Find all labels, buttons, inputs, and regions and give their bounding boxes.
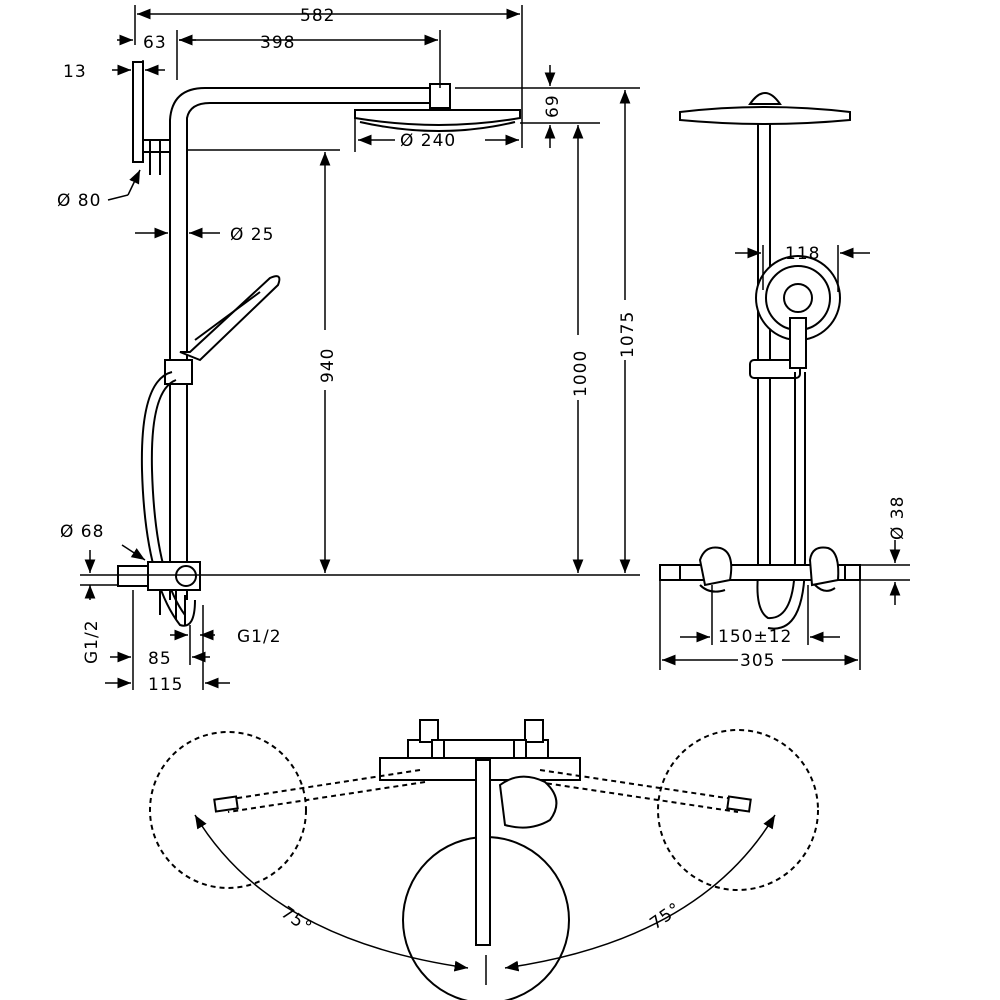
angle-left: 75° xyxy=(277,903,316,938)
side-dimensions: 582 63 398 13 69 Ø 240 Ø 80 Ø 25 xyxy=(57,5,640,695)
top-view: 75° 75° xyxy=(149,719,819,1000)
dim-115: 115 xyxy=(148,675,183,695)
dim-13: 13 xyxy=(63,62,87,82)
dim-wall-plate-diameter: Ø 80 xyxy=(57,191,101,211)
dim-85: 85 xyxy=(148,649,172,669)
front-view xyxy=(659,92,861,630)
shower-head-front xyxy=(679,106,851,125)
swivel-arm-right xyxy=(537,769,741,813)
hose xyxy=(140,371,196,627)
dim-582: 582 xyxy=(300,6,335,26)
shower-head xyxy=(354,109,521,126)
dim-center-distance: 150±12 xyxy=(718,627,792,647)
rotation-circle-right xyxy=(657,729,819,891)
dim-940: 940 xyxy=(318,348,338,383)
front-dimensions: 118 Ø 38 150±12 305 xyxy=(659,244,910,671)
side-view xyxy=(117,61,521,627)
hose-front xyxy=(756,372,806,630)
dim-pipe-diameter: Ø 25 xyxy=(230,225,274,245)
dim-inlet-thread: G1/2 xyxy=(82,619,102,664)
handshower-top xyxy=(498,775,558,829)
dim-1000: 1000 xyxy=(571,350,591,397)
dim-69: 69 xyxy=(543,94,563,118)
dim-head-diameter: Ø 240 xyxy=(400,131,456,151)
escutcheon-side xyxy=(117,565,149,587)
angle-arc-left xyxy=(194,814,469,972)
dim-outlet-thread: G1/2 xyxy=(237,627,282,647)
riser-front xyxy=(757,124,771,565)
dim-handshower-diameter: 118 xyxy=(785,244,820,264)
swivel-arm-left xyxy=(224,769,426,813)
wall-plate xyxy=(132,61,144,163)
dim-escutcheon-diameter: Ø 68 xyxy=(60,522,104,542)
wall-bracket xyxy=(143,139,170,175)
angle-arc-right xyxy=(504,814,776,972)
dim-mixer-diameter: Ø 38 xyxy=(888,496,908,540)
hand-shower xyxy=(179,275,281,362)
dim-63: 63 xyxy=(143,33,167,53)
dim-1075: 1075 xyxy=(618,311,638,358)
dim-398: 398 xyxy=(260,33,295,53)
angle-right: 75° xyxy=(646,899,685,934)
dim-mixer-width: 305 xyxy=(740,651,775,671)
riser-pipe xyxy=(169,87,440,600)
rotation-circle-left xyxy=(149,731,307,889)
